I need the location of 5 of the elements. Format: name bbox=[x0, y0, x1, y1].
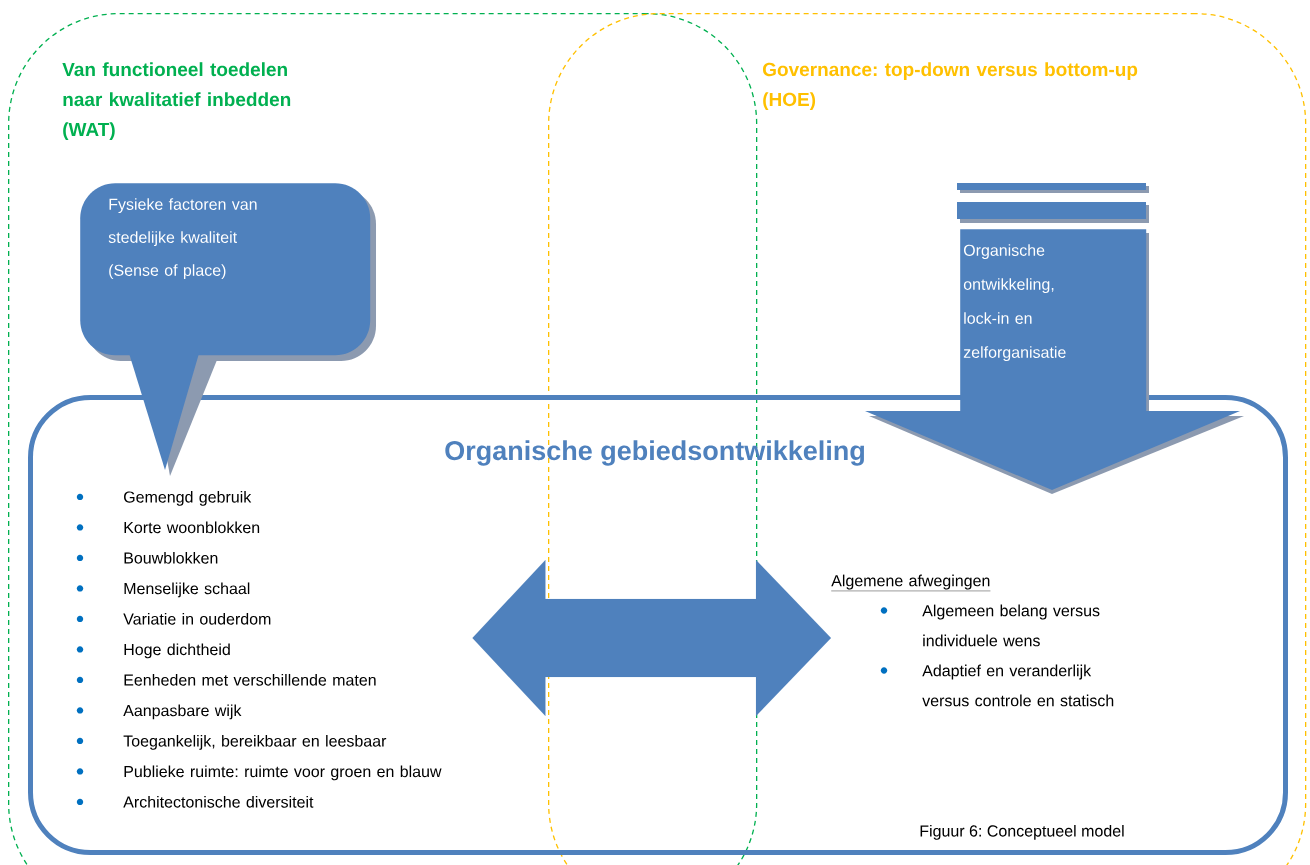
figure-caption: Figuur 6: Conceptueel model bbox=[920, 824, 1124, 840]
double-arrow bbox=[472, 559, 832, 717]
bullet-list: Gemengd gebruik Korte woonblokken Bouwblokken Menselijke schaal Variatie in ouderdom Hoge dichtheid Eenheden met verschillende maten Aanpasbare wijk Toegankelijk, bereikbaar en leesbaar Publieke ruimte: ruimte voor groen en blauw Architectonische diversiteit bbox=[123, 490, 442, 808]
bullet-list: Algemene afwegingen Algemeen belang versus individuele wens Adaptief en veranderlijk versus controle en statisch bbox=[831, 574, 1114, 707]
speech-bubble: Fysieke factoren van stedelijke kwaliteit (Sense of place) bbox=[80, 183, 376, 476]
